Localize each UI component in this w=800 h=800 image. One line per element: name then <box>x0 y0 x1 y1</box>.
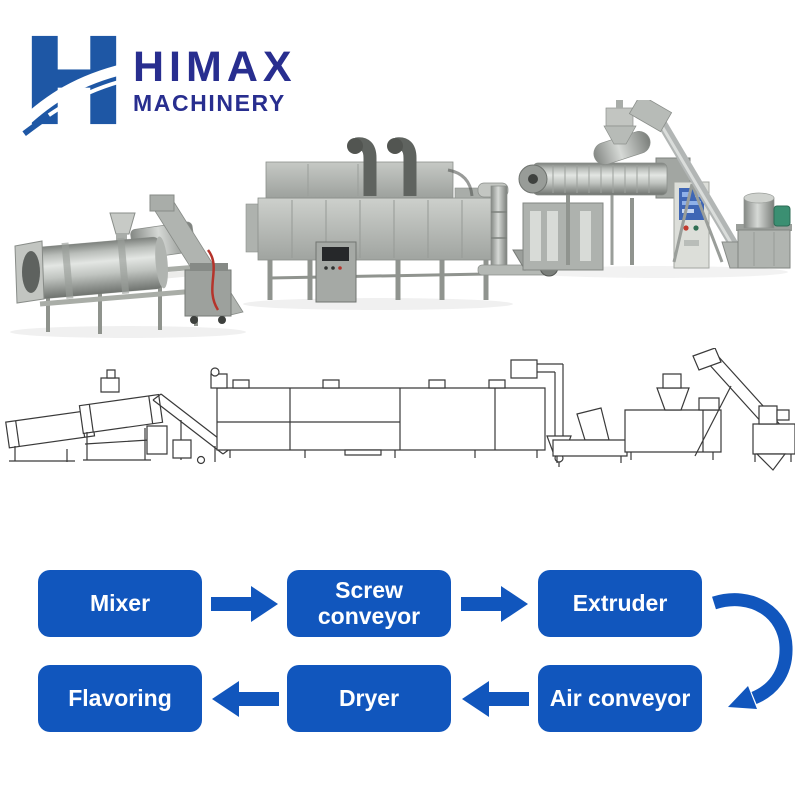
logo: HIMAX MACHINERY <box>18 34 297 137</box>
cutter-sketch <box>553 408 627 463</box>
mixer-sketch <box>753 406 795 470</box>
machinery-photo <box>10 100 792 338</box>
dryer-blower-icon <box>347 137 417 196</box>
flow-arrow-left-icon <box>212 681 279 717</box>
flow-step-dryer: Dryer <box>287 665 451 732</box>
flow-arrow-curved-icon <box>712 593 793 709</box>
dryer-machine-photo <box>245 137 499 303</box>
flow-arrow-right-icon <box>461 586 528 622</box>
flow-step-air-conveyor: Air conveyor <box>538 665 702 732</box>
flavoring-machine-sketch <box>6 370 163 462</box>
dryer-sketch <box>211 368 545 458</box>
himax-h-logo-icon <box>18 35 127 137</box>
control-cabinet-photo <box>673 181 710 269</box>
flow-arrow-right-icon <box>211 586 278 622</box>
flow-arrow-left-icon <box>462 681 529 717</box>
extruder-machine-photo <box>518 100 694 271</box>
flavoring-machine-photo <box>14 194 244 334</box>
flow-step-extruder: Extruder <box>538 570 702 637</box>
logo-subtitle-text: MACHINERY <box>133 90 286 116</box>
inclined-conveyor-sketch <box>147 394 231 464</box>
flow-step-flavoring: Flavoring <box>38 665 202 732</box>
flow-step-mixer: Mixer <box>38 570 202 637</box>
mixer-machine-photo <box>736 192 792 269</box>
machinery-line-drawing <box>5 348 795 488</box>
logo-text: HIMAX MACHINERY <box>133 46 297 115</box>
flow-step-screw-conveyor: Screw conveyor <box>287 570 451 637</box>
extruder-sketch <box>625 374 721 460</box>
logo-brand-text: HIMAX <box>133 43 297 91</box>
